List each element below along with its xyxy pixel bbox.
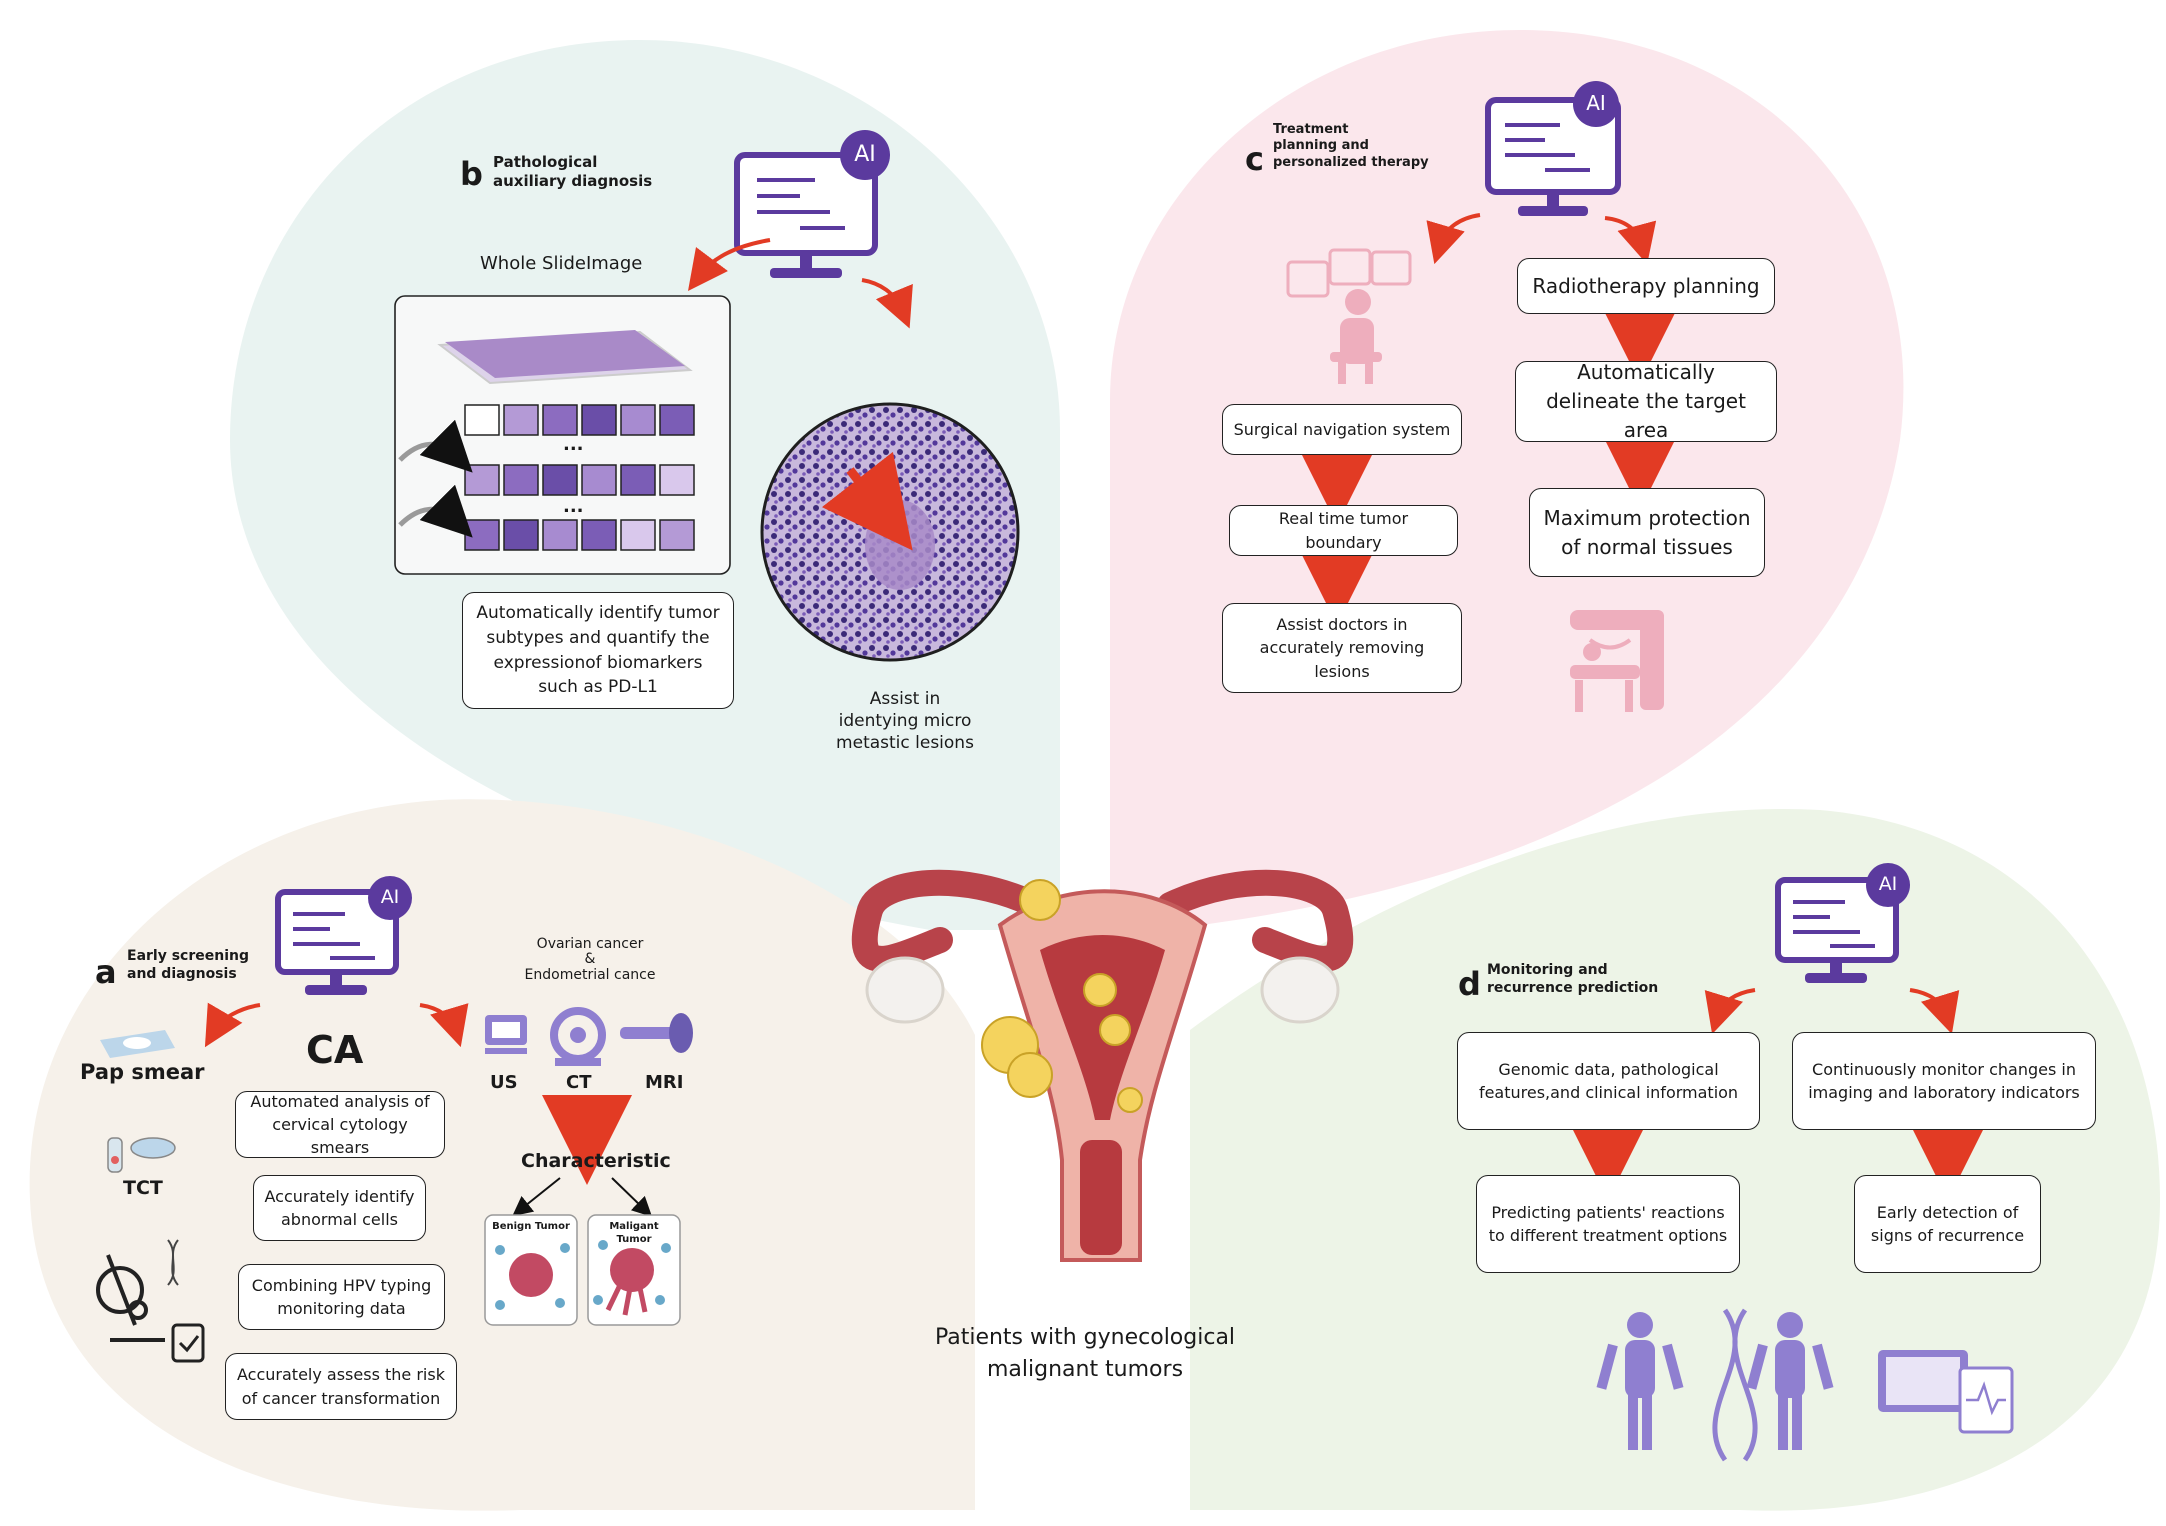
radiotherapy-machine-icon [1570, 610, 1664, 712]
uterus-illustration [851, 869, 1354, 1262]
early-detection-box: Early detection of signs of recurrence [1854, 1175, 2041, 1273]
ca-label: CA [306, 1028, 364, 1072]
abnormal-cells-box: Accurately identify abnormal cells [253, 1175, 426, 1241]
characteristic-label: Characteristic [521, 1150, 671, 1172]
whole-slide-image-panel [394, 295, 731, 575]
panel-b-letter: b [460, 155, 483, 193]
mri-scanner-icon [620, 1013, 693, 1053]
panel-c-title: Treatment planning and personalized ther… [1273, 122, 1429, 170]
hpv-typing-box: Combining HPV typing monitoring data [238, 1264, 445, 1330]
ai-badge-b: AI [854, 142, 876, 167]
human-body-icon [1746, 1312, 1834, 1450]
slide-tile [581, 519, 617, 551]
slide-tile [503, 464, 539, 496]
pap-smear-slide-icon [100, 1030, 175, 1058]
genomic-data-box: Genomic data, pathological features,and … [1457, 1032, 1760, 1130]
slide-tile [581, 464, 617, 496]
slide-tile [542, 404, 578, 436]
micro-lesion-caption: Assist in identying micro metastic lesio… [836, 689, 974, 754]
surgical-navigation-box: Surgical navigation system [1222, 404, 1462, 455]
mri-label: MRI [645, 1072, 684, 1093]
panel-d-background [1190, 808, 2160, 1511]
ovarian-endometrial-heading: Ovarian cancer & Endometrial cance [524, 936, 656, 983]
panel-c-background [1110, 30, 1904, 935]
tile-dots-1: ... [563, 434, 584, 455]
ct-label: CT [566, 1072, 592, 1093]
predicting-reactions-box: Predicting patients' reactions to differ… [1476, 1175, 1740, 1273]
microscope-icon [96, 1254, 165, 1342]
slide-tile [659, 519, 695, 551]
protect-normal-tissues-box: Maximum protection of normal tissues [1529, 488, 1765, 577]
identify-tumor-box: Automatically identify tumor subtypes an… [462, 592, 734, 709]
human-body-cells-icon [1596, 1312, 1684, 1450]
whole-slide-image-label: Whole SlideImage [480, 253, 643, 274]
panel-c-letter: c [1245, 140, 1264, 178]
malignant-tumor-label: Maligant Tumor [609, 1221, 659, 1245]
radiotherapy-planning-box: Radiotherapy planning [1517, 258, 1775, 314]
continuous-monitoring-box: Continuously monitor changes in imaging … [1792, 1032, 2096, 1130]
ai-badge-b-shape [840, 130, 890, 180]
center-caption: Patients with gynecological malignant tu… [934, 1325, 1236, 1382]
tile-dots-2: ... [563, 496, 584, 517]
pap-smear-label: Pap smear [80, 1060, 205, 1084]
cancer-risk-box: Accurately assess the risk of cancer tra… [225, 1353, 457, 1420]
dna-icon [167, 1239, 179, 1286]
slide-tile [464, 404, 500, 436]
us-label: US [490, 1072, 518, 1093]
slide-tile [542, 519, 578, 551]
panel-b-title: Pathological auxiliary diagnosis [493, 153, 653, 190]
slide-tile [464, 464, 500, 496]
panel-a-title: Early screening and diagnosis [127, 948, 249, 982]
panel-d-title: Monitoring and recurrence prediction [1487, 962, 1659, 996]
ai-badge-a: AI [380, 886, 400, 908]
ai-badge-c: AI [1586, 91, 1606, 115]
ai-badge-d: AI [1878, 873, 1898, 895]
slide-tile [464, 519, 500, 551]
benign-tumor-label: Benign Tumor [492, 1221, 570, 1232]
panel-d-letter: d [1458, 965, 1481, 1003]
dna-helix-icon [1712, 1308, 1758, 1462]
slide-tile [620, 464, 656, 496]
monitoring-screen-icon [1878, 1350, 2014, 1434]
slide-tile [581, 404, 617, 436]
us-scanner-icon [485, 1015, 527, 1054]
slide-tile [620, 404, 656, 436]
delineate-target-box: Automatically delineate the target area [1515, 360, 1777, 442]
cytology-analysis-box: Automated analysis of cervical cytology … [235, 1091, 445, 1158]
panel-a-background [29, 799, 975, 1511]
ct-scanner-icon [550, 1007, 606, 1066]
slide-tile [659, 464, 695, 496]
real-time-boundary-box: Real time tumor boundary [1229, 505, 1458, 556]
slide-tile [503, 519, 539, 551]
assist-doctors-box: Assist doctors in accurately removing le… [1222, 603, 1462, 693]
tct-vial-icon [107, 1137, 176, 1173]
slide-tile [542, 464, 578, 496]
tct-label: TCT [123, 1177, 163, 1199]
slide-tile [659, 404, 695, 436]
surgeon-workstation-icon [1286, 248, 1412, 384]
micro-lesion-image [760, 402, 1020, 662]
clipboard-icon [171, 1323, 205, 1363]
slide-tile [620, 519, 656, 551]
panel-a-letter: a [95, 953, 117, 991]
slide-tile [503, 404, 539, 436]
